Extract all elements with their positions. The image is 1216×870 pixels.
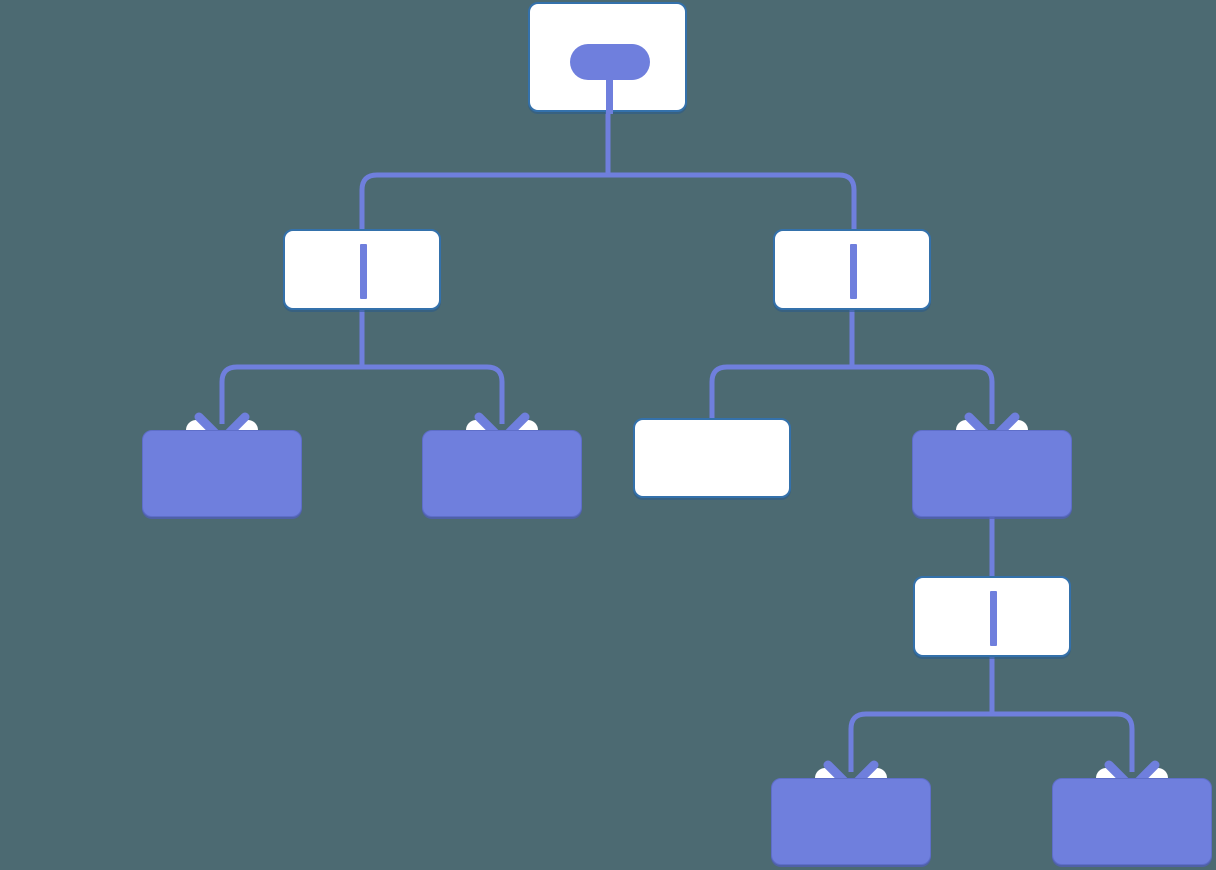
root-node-stem-placeholder [606, 80, 613, 114]
level3-node-c[interactable] [633, 418, 791, 498]
level5-node-right[interactable] [1052, 778, 1212, 865]
root-node-label-placeholder [570, 44, 650, 80]
level4-node[interactable] [913, 576, 1071, 657]
level3-node-b[interactable] [422, 430, 582, 517]
level3-node-a[interactable] [142, 430, 302, 517]
level2-left-node[interactable] [283, 229, 441, 310]
level2-right-node-content-placeholder [850, 244, 857, 299]
root-node[interactable] [528, 2, 687, 114]
level2-left-node-content-placeholder [360, 244, 367, 299]
edge-bus-level5 [848, 711, 1135, 772]
level3-node-d[interactable] [912, 430, 1072, 517]
level4-node-content-placeholder [990, 591, 997, 646]
level5-node-left[interactable] [771, 778, 931, 865]
level2-right-node[interactable] [773, 229, 931, 310]
edge-bus-level3-left [219, 364, 505, 424]
edge-bus-level3-right [709, 364, 995, 424]
edge-bus-level2 [359, 172, 857, 229]
